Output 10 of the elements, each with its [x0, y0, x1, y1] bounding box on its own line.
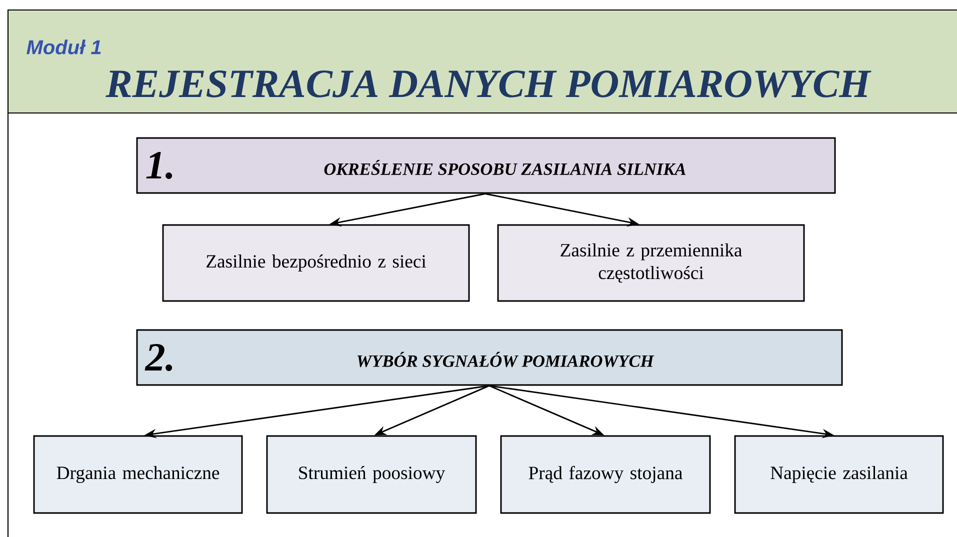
title: REJESTRACJA DANYCH POMIAROWYCH: [106, 70, 872, 98]
step-box: 2. WYBÓR SYGNAŁÓW POMIAROWYCH: [136, 329, 843, 386]
option-box: Drgania mechaniczne: [33, 435, 243, 514]
module-label: Moduł 1: [26, 40, 101, 54]
option-box: Zasilnie bezpośrednio z sieci: [162, 224, 470, 302]
option-box: Zasilnie z przemiennika częstotliwości: [497, 224, 805, 302]
step-box: 1. OKREŚLENIE SPOSOBU ZASILANIA SILNIKA: [136, 137, 836, 194]
option-box: Strumień poosiowy: [266, 435, 477, 514]
option-box: Napięcie zasilania: [734, 435, 944, 514]
option-box: Prąd fazowy stojana: [500, 435, 711, 514]
